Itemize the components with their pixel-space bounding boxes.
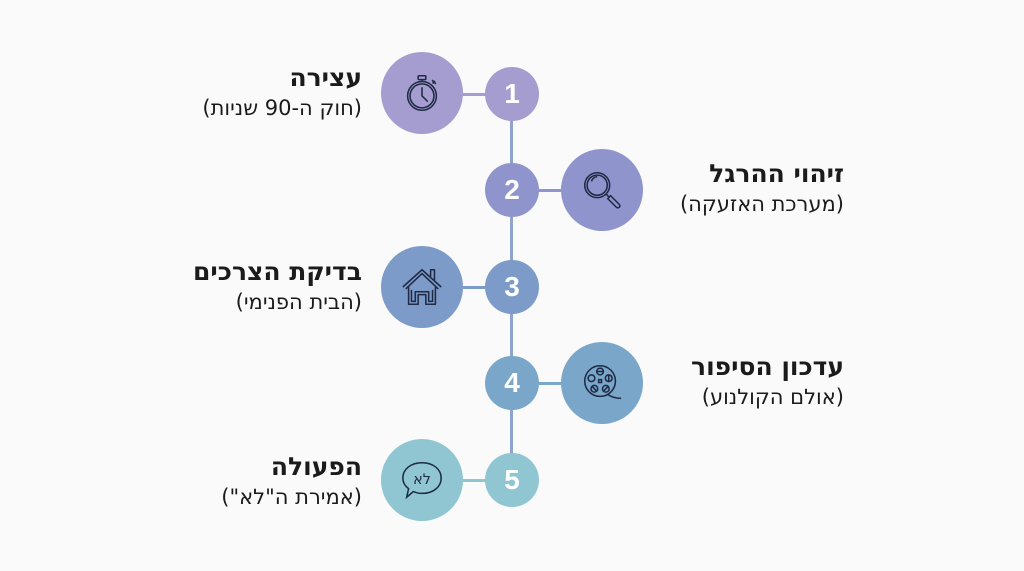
step-3-subtitle: (הבית הפנימי) <box>235 290 362 314</box>
step-1-subtitle: (חוק ה-90 שניות) <box>202 96 362 120</box>
step-5-title: הפעולה <box>270 452 362 481</box>
step-3-title: בדיקת הצרכים <box>193 257 362 286</box>
stopwatch-icon <box>406 74 438 112</box>
step-4-title: עדכון הסיפור <box>691 352 844 381</box>
step-5-label: הפעולה (אמירת ה"לא") <box>221 451 362 511</box>
magnifying-glass-icon <box>583 171 621 209</box>
step-2-subtitle: (מערכת האזעקה) <box>679 192 844 216</box>
step-3-label: בדיקת הצרכים (הבית הפנימי) <box>193 256 362 316</box>
house-icon <box>402 268 442 306</box>
step-2-title: זיהוי ההרגל <box>709 159 844 188</box>
step-5-subtitle: (אמירת ה"לא") <box>221 485 362 509</box>
step-1-label: עצירה (חוק ה-90 שניות) <box>202 62 362 122</box>
step-5-number: 5 <box>485 453 539 507</box>
step-2-number: 2 <box>485 163 539 217</box>
film-reel-icon <box>583 364 622 400</box>
step-1-icon-circle <box>381 52 463 134</box>
step-3-number: 3 <box>485 260 539 314</box>
step-4-icon-circle <box>561 342 643 424</box>
speech-bubble-icon: לא <box>402 461 442 500</box>
step-1-title: עצירה <box>289 63 362 92</box>
step-3-icon-circle <box>381 246 463 328</box>
step-1-number: 1 <box>485 67 539 121</box>
step-2-label: זיהוי ההרגל (מערכת האזעקה) <box>680 158 844 218</box>
step-4-subtitle: (אולם הקולנוע) <box>701 385 844 409</box>
step-2-icon-circle <box>561 149 643 231</box>
step-4-label: עדכון הסיפור (אולם הקולנוע) <box>691 351 844 411</box>
step-4-number: 4 <box>485 356 539 410</box>
svg-text:לא: לא <box>413 472 431 488</box>
step-5-icon-circle: לא <box>381 439 463 521</box>
